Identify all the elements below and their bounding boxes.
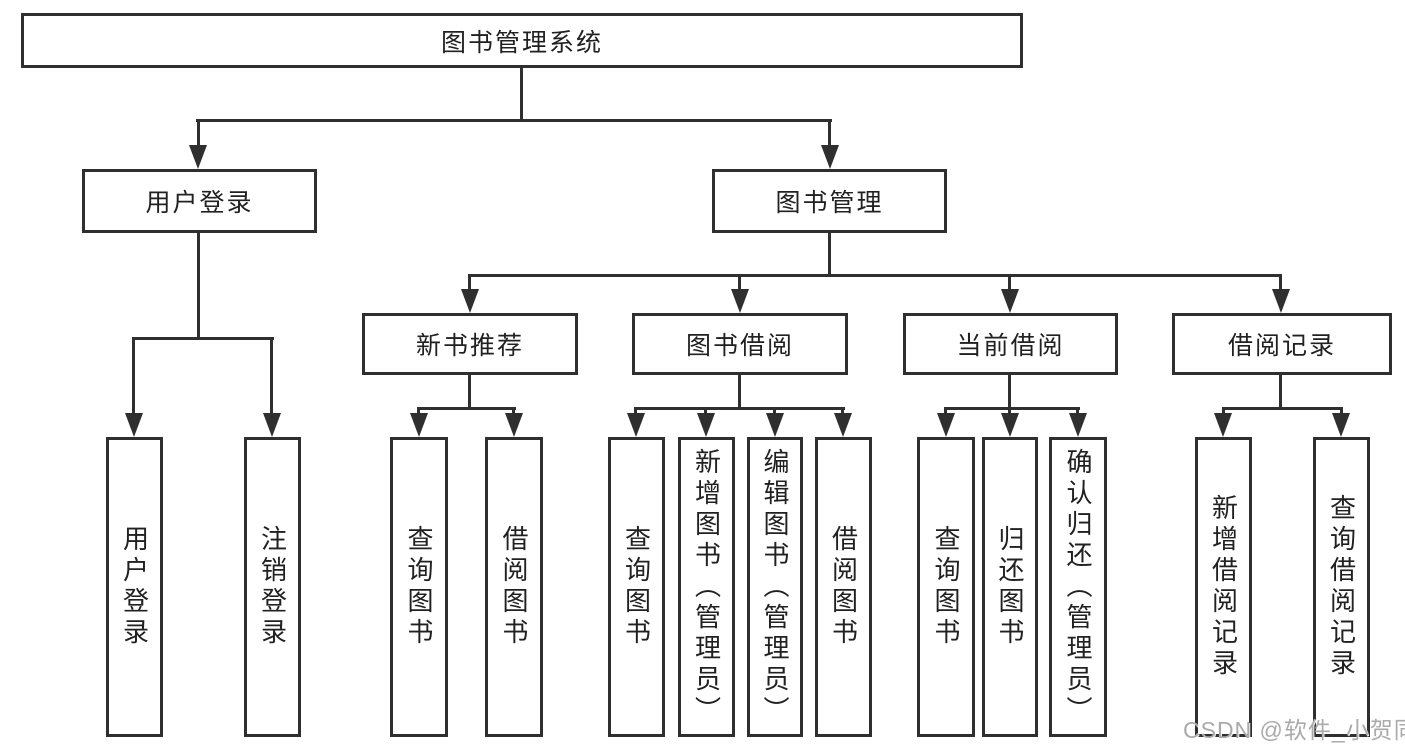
node-confirm-return-admin: 确认归还（管理员）: [1049, 437, 1107, 737]
connector-s1-c0: [634, 407, 637, 417]
node-query-books-borrow: 查询图书: [608, 437, 665, 737]
connector-s2-c0: [944, 407, 947, 417]
node-user-login-label: 用户登录: [145, 189, 254, 217]
connector-to-login-leaf: [132, 337, 135, 415]
node-borrow-books-recommend: 借阅图书: [485, 437, 543, 737]
connector-s3-c1: [1340, 407, 1343, 417]
node-borrow-books-leaf: 借阅图书: [815, 437, 872, 737]
node-user-login-leaf: 用户登录: [106, 437, 163, 737]
arrowhead-down-icon: [937, 413, 955, 437]
connector-to-book-management: [828, 119, 831, 149]
connector-s1-branch: [634, 407, 845, 410]
node-query-books-recommend: 查询图书: [390, 437, 448, 737]
connector-to-borrow-records: [1279, 274, 1282, 294]
node-borrow-records: 借阅记录: [1172, 313, 1392, 375]
arrowhead-down-icon: [263, 413, 281, 437]
connector-root-branch: [196, 119, 832, 122]
connector-s0-branch: [417, 407, 516, 410]
node-query-books-borrow-label: 查询图书: [621, 525, 652, 649]
connector-s0-stem: [468, 375, 471, 410]
node-borrow-records-label: 借阅记录: [1227, 332, 1336, 360]
node-edit-book-admin: 编辑图书（管理员）: [747, 437, 803, 737]
arrowhead-down-icon: [627, 413, 645, 437]
node-book-management: 图书管理: [712, 169, 947, 233]
node-book-borrow: 图书借阅: [632, 313, 848, 375]
node-query-books-current: 查询图书: [917, 437, 975, 737]
connector-to-new-book: [468, 274, 471, 294]
connector-s2-c2: [1076, 407, 1079, 417]
connector-s3-c0: [1222, 407, 1225, 417]
arrowhead-down-icon: [1214, 413, 1232, 437]
connector-to-current-borrow: [1008, 274, 1011, 294]
connector-s1-c2: [773, 407, 776, 417]
arrowhead-down-icon: [125, 413, 143, 437]
connector-root-stem: [520, 68, 523, 121]
node-user-login: 用户登录: [82, 169, 317, 233]
node-add-book-admin: 新增图书（管理员）: [678, 437, 735, 737]
node-book-borrow-label: 图书借阅: [685, 332, 794, 360]
arrowhead-down-icon: [1001, 289, 1019, 313]
node-edit-book-admin-label: 编辑图书（管理员）: [760, 447, 790, 727]
connector-s2-c1: [1008, 407, 1011, 417]
node-library-management-system: 图书管理系统: [21, 13, 1023, 68]
connector-s2-stem: [1008, 375, 1011, 410]
node-user-login-leaf-label: 用户登录: [119, 525, 150, 649]
connector-s0-c1: [512, 407, 515, 417]
node-borrow-books-leaf-label: 借阅图书: [828, 525, 859, 649]
node-return-book: 归还图书: [982, 437, 1038, 737]
connector-s1-c3: [841, 407, 844, 417]
node-book-management-label: 图书管理: [775, 189, 884, 217]
arrowhead-down-icon: [834, 413, 852, 437]
connector-management-stem: [828, 233, 831, 277]
connector-login-branch: [132, 337, 274, 340]
watermark: CSDN @软件_小贺同学: [1183, 717, 1405, 743]
connector-s0-c0: [417, 407, 420, 417]
node-query-books-current-label: 查询图书: [931, 525, 961, 649]
node-logout-label: 注销登录: [257, 525, 288, 649]
arrowhead-down-icon: [1001, 413, 1019, 437]
arrowhead-down-icon: [505, 413, 523, 437]
connector-login-stem: [197, 233, 200, 340]
arrowhead-down-icon: [189, 145, 207, 169]
node-library-management-system-label: 图书管理系统: [440, 28, 603, 57]
arrowhead-down-icon: [1332, 413, 1350, 437]
node-new-book-recommend-label: 新书推荐: [415, 332, 524, 360]
arrowhead-down-icon: [1272, 289, 1290, 313]
arrowhead-down-icon: [766, 413, 784, 437]
node-logout: 注销登录: [244, 437, 301, 737]
node-query-books-recommend-label: 查询图书: [404, 525, 434, 649]
node-add-book-admin-label: 新增图书（管理员）: [691, 447, 722, 727]
connector-management-branch: [468, 274, 1282, 277]
connector-s3-stem: [1279, 375, 1282, 410]
connector-s2-branch: [944, 407, 1080, 410]
node-current-borrow-label: 当前借阅: [956, 332, 1065, 360]
node-borrow-books-recommend-label: 借阅图书: [499, 525, 529, 649]
node-confirm-return-admin-label: 确认归还（管理员）: [1063, 447, 1093, 727]
node-query-borrow-record: 查询借阅记录: [1313, 437, 1370, 737]
node-current-borrow: 当前借阅: [903, 313, 1118, 375]
node-add-borrow-record-label: 新增借阅记录: [1208, 494, 1239, 680]
arrowhead-down-icon: [461, 289, 479, 313]
arrowhead-down-icon: [1069, 413, 1087, 437]
arrowhead-down-icon: [821, 145, 839, 169]
connector-s3-branch: [1222, 407, 1343, 410]
node-new-book-recommend: 新书推荐: [362, 313, 578, 375]
node-query-borrow-record-label: 查询借阅记录: [1326, 494, 1357, 680]
node-return-book-label: 归还图书: [995, 525, 1025, 649]
connector-s1-stem: [738, 375, 741, 410]
connector-to-book-borrow: [738, 274, 741, 294]
arrowhead-down-icon: [697, 413, 715, 437]
arrowhead-down-icon: [731, 289, 749, 313]
connector-s1-c1: [704, 407, 707, 417]
node-add-borrow-record: 新增借阅记录: [1195, 437, 1252, 737]
connector-to-logout-leaf: [270, 337, 273, 415]
arrowhead-down-icon: [410, 413, 428, 437]
connector-to-user-login: [197, 119, 200, 149]
